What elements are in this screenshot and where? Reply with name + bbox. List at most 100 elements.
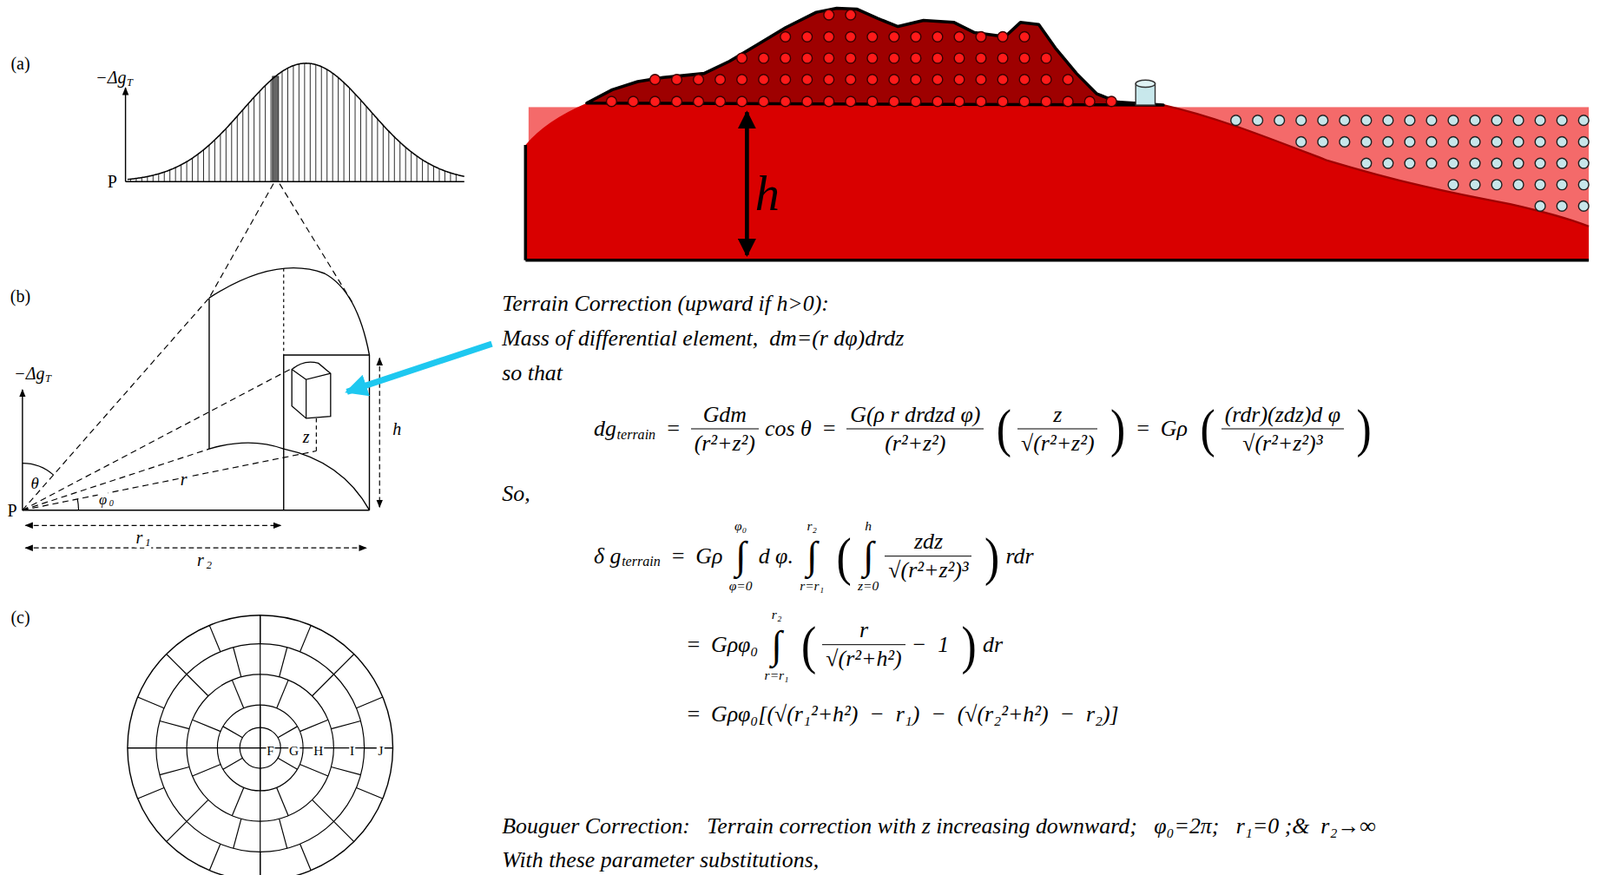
missing-mass-dot <box>1448 137 1459 148</box>
fraction-bar <box>1017 427 1098 429</box>
hatch-line <box>292 65 294 183</box>
hatch-line <box>197 154 199 183</box>
hatch-line <box>405 147 407 183</box>
equation-term: h <box>864 518 872 534</box>
radius-line <box>22 451 317 511</box>
zone-divider <box>192 719 222 731</box>
equation-term: r₂ <box>771 606 782 622</box>
excess-mass-dot <box>715 96 726 107</box>
equation-term: ( <box>1199 397 1215 460</box>
zone-ring <box>127 615 394 875</box>
excess-mass-dot <box>780 52 791 64</box>
hatch-line <box>332 72 334 182</box>
hatch-line <box>298 64 300 182</box>
text-line-group: Bouguer Correction: Terrain correction w… <box>501 813 1376 840</box>
equation-term: φ₀ <box>734 518 747 534</box>
zone-letter-group: G <box>288 743 300 759</box>
zone-divider <box>138 697 165 709</box>
zone-divider <box>192 763 222 776</box>
zone-divider <box>259 615 261 875</box>
excess-mass-dot <box>802 96 813 107</box>
excess-mass-dot <box>997 96 1008 107</box>
hatch-line <box>337 77 339 182</box>
excess-mass-dot <box>715 74 726 86</box>
text-line-line: Terrain Correction (upward if h>0): <box>501 290 830 317</box>
missing-mass-dot <box>1469 137 1481 148</box>
hatch-line <box>376 118 378 182</box>
zone-divider <box>159 766 190 775</box>
excess-mass-dot <box>802 74 813 86</box>
excess-mass-dot <box>997 31 1008 42</box>
missing-mass-dot <box>1556 137 1568 148</box>
excess-mass-dot <box>628 96 639 107</box>
excess-mass-dot <box>845 96 856 107</box>
excess-mass-dot <box>737 96 748 107</box>
text-line-line: Mass of differential element, dm=(r dφ)d… <box>501 325 904 352</box>
excess-mass-dot <box>888 74 900 86</box>
excess-mass-dot <box>650 96 661 107</box>
hatch-line <box>309 63 311 182</box>
missing-mass-dot <box>1491 158 1502 169</box>
excess-mass-dot <box>932 96 943 107</box>
dimension-arrow <box>25 525 281 527</box>
excess-mass-dot <box>1040 52 1052 64</box>
excess-mass-dot <box>802 31 813 42</box>
missing-mass-dot <box>1404 137 1416 148</box>
hatch-line <box>208 144 210 182</box>
zone-divider <box>277 757 297 770</box>
missing-mass-dot <box>1534 201 1546 212</box>
equation-term-group: ) <box>961 613 977 676</box>
hatch-line <box>214 139 216 182</box>
excess-mass-dot <box>780 74 791 86</box>
equation-term-group: zdz√(r²+z²)³ <box>884 528 972 584</box>
equation-term: = <box>670 543 685 570</box>
panel-letter: (b) <box>10 285 31 306</box>
text-line: So, <box>501 480 530 507</box>
point-label-line: P <box>107 171 118 192</box>
zone-divider <box>355 787 382 799</box>
base-line <box>22 509 370 511</box>
hidden-edge <box>283 268 284 356</box>
zone-divider <box>312 799 335 822</box>
hatch-line <box>158 173 159 182</box>
leader-arrow <box>347 343 493 392</box>
height-label-group: h <box>392 418 402 439</box>
zone-divider <box>279 818 288 849</box>
excess-mass-dot <box>1019 74 1030 86</box>
hatch-line <box>433 165 435 182</box>
excess-mass-dot <box>823 96 835 107</box>
hatch-line <box>449 172 451 182</box>
zone-divider <box>333 821 354 842</box>
missing-mass-dot <box>1556 201 1568 212</box>
zone-letter-line: J <box>376 743 384 759</box>
excess-mass-dot <box>1106 96 1117 107</box>
equation-term: rdr <box>1005 543 1034 570</box>
equation-term-group: Gρ <box>695 543 723 570</box>
excess-mass-dot <box>1062 96 1074 107</box>
excess-mass-dot <box>823 31 835 42</box>
equation-term-group: rdr <box>1005 543 1034 570</box>
sector-outline <box>209 442 284 449</box>
equation-term: − 1 <box>911 632 949 659</box>
integral-limit: h <box>864 518 872 534</box>
excess-mass-dot <box>954 96 965 107</box>
equation-term: ∫ <box>770 623 782 667</box>
equation-term: r₂ <box>806 518 817 534</box>
missing-mass-dot <box>1382 137 1394 148</box>
equation-term-group: G(ρ r drdzd φ)(r²+z²) <box>846 401 984 456</box>
integral-limit: r=r₁ <box>799 579 824 595</box>
hatch-line <box>315 64 317 182</box>
text-line: With these parameter substitutions, <box>501 847 819 874</box>
equation-term-group: ( <box>801 613 817 676</box>
mass-element <box>291 362 331 419</box>
equation-term: φ=0 <box>729 579 753 594</box>
missing-mass-dot <box>1361 115 1372 126</box>
missing-mass-dot <box>1491 137 1502 148</box>
radius-label-group: r <box>178 469 189 490</box>
equation-term: √(r²+h²) <box>825 645 902 672</box>
excess-mass-dot <box>997 52 1008 64</box>
missing-mass-dot <box>1534 179 1546 191</box>
equation-term-group: δ g <box>593 543 621 570</box>
excess-mass-dot <box>802 52 813 64</box>
